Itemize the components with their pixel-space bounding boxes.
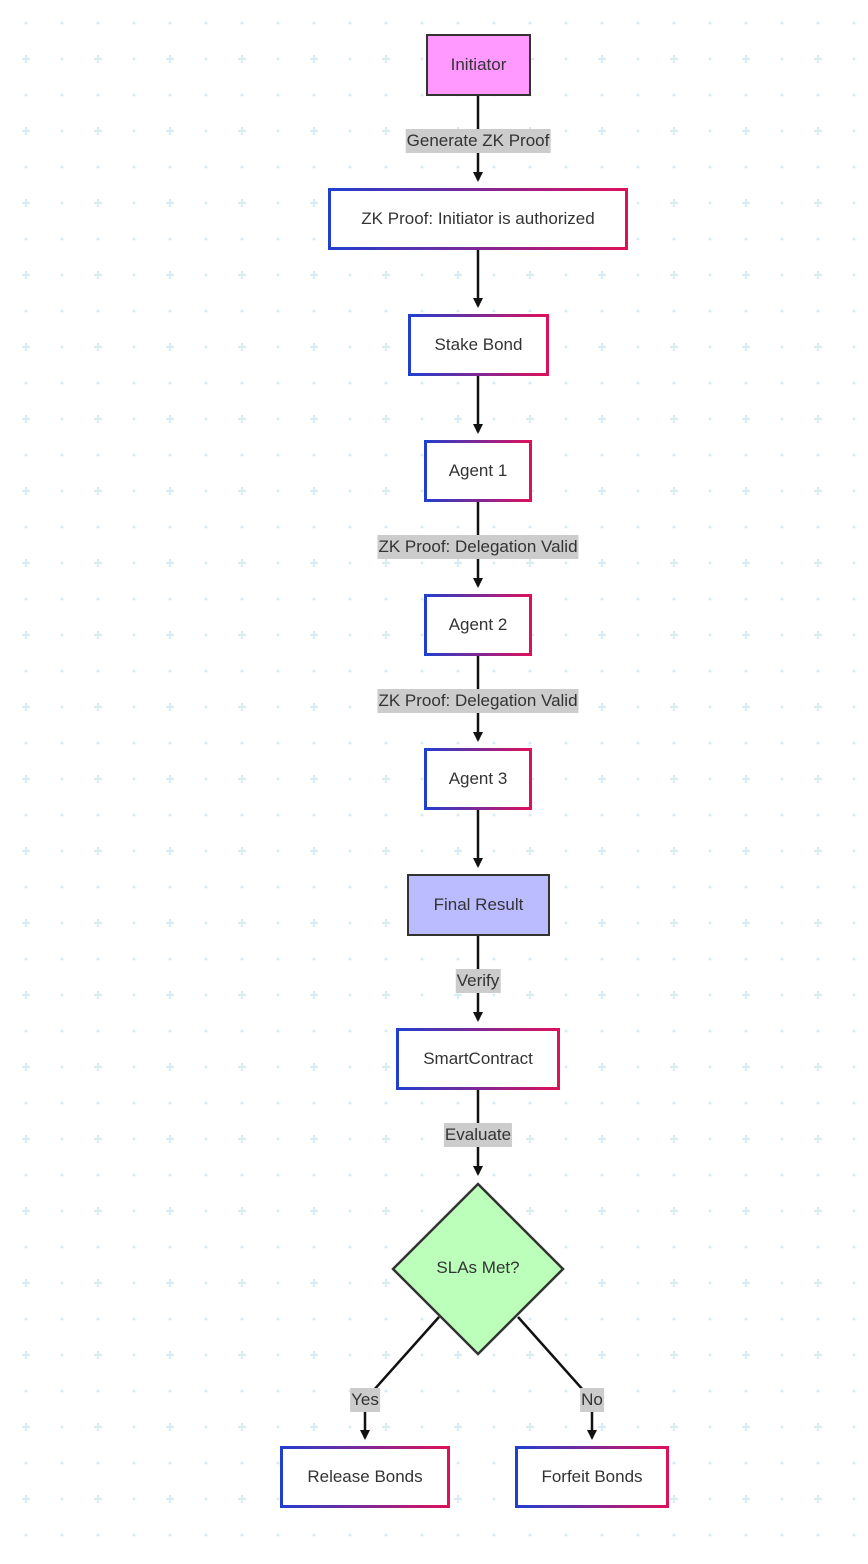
edge-label-evaluate: Evaluate bbox=[443, 1123, 513, 1147]
node-stake-bond[interactable]: Stake Bond bbox=[408, 314, 549, 376]
node-forfeit-bonds[interactable]: Forfeit Bonds bbox=[515, 1446, 669, 1508]
node-smart-contract-label: SmartContract bbox=[423, 1049, 533, 1068]
node-agent-1-label: Agent 1 bbox=[448, 461, 508, 480]
node-final-result-label: Final Result bbox=[433, 895, 524, 914]
node-agent-3-label: Agent 3 bbox=[448, 769, 508, 788]
edge-label-yes: Yes bbox=[350, 1388, 380, 1412]
node-forfeit-bonds-label: Forfeit Bonds bbox=[541, 1467, 643, 1486]
node-zk-proof-initiator-label: ZK Proof: Initiator is authorized bbox=[361, 209, 595, 228]
node-final-result[interactable]: Final Result bbox=[407, 874, 550, 936]
edge-decision-to-release-bonds bbox=[360, 1316, 440, 1440]
node-agent-1[interactable]: Agent 1 bbox=[424, 440, 532, 502]
edge-label-verify: Verify bbox=[455, 969, 501, 993]
node-initiator[interactable]: Initiator bbox=[426, 34, 531, 96]
node-stake-bond-label: Stake Bond bbox=[434, 335, 523, 354]
node-release-bonds[interactable]: Release Bonds bbox=[280, 1446, 450, 1508]
edge-label-no: No bbox=[580, 1388, 604, 1412]
edge-label-delegation-valid-2: ZK Proof: Delegation Valid bbox=[377, 689, 579, 713]
node-agent-3[interactable]: Agent 3 bbox=[424, 748, 532, 810]
node-release-bonds-label: Release Bonds bbox=[307, 1467, 423, 1486]
node-agent-2[interactable]: Agent 2 bbox=[424, 594, 532, 656]
node-slas-met-label[interactable]: SLAs Met? bbox=[436, 1258, 520, 1277]
node-smart-contract[interactable]: SmartContract bbox=[396, 1028, 560, 1090]
edge-label-generate-zk-proof: Generate ZK Proof bbox=[405, 129, 551, 153]
node-initiator-label: Initiator bbox=[450, 55, 507, 74]
edge-decision-to-forfeit-bonds bbox=[517, 1316, 597, 1440]
edge-label-delegation-valid-1: ZK Proof: Delegation Valid bbox=[377, 535, 579, 559]
node-zk-proof-initiator[interactable]: ZK Proof: Initiator is authorized bbox=[328, 188, 628, 250]
decision-diamond-shape bbox=[391, 1182, 565, 1356]
node-agent-2-label: Agent 2 bbox=[448, 615, 508, 634]
